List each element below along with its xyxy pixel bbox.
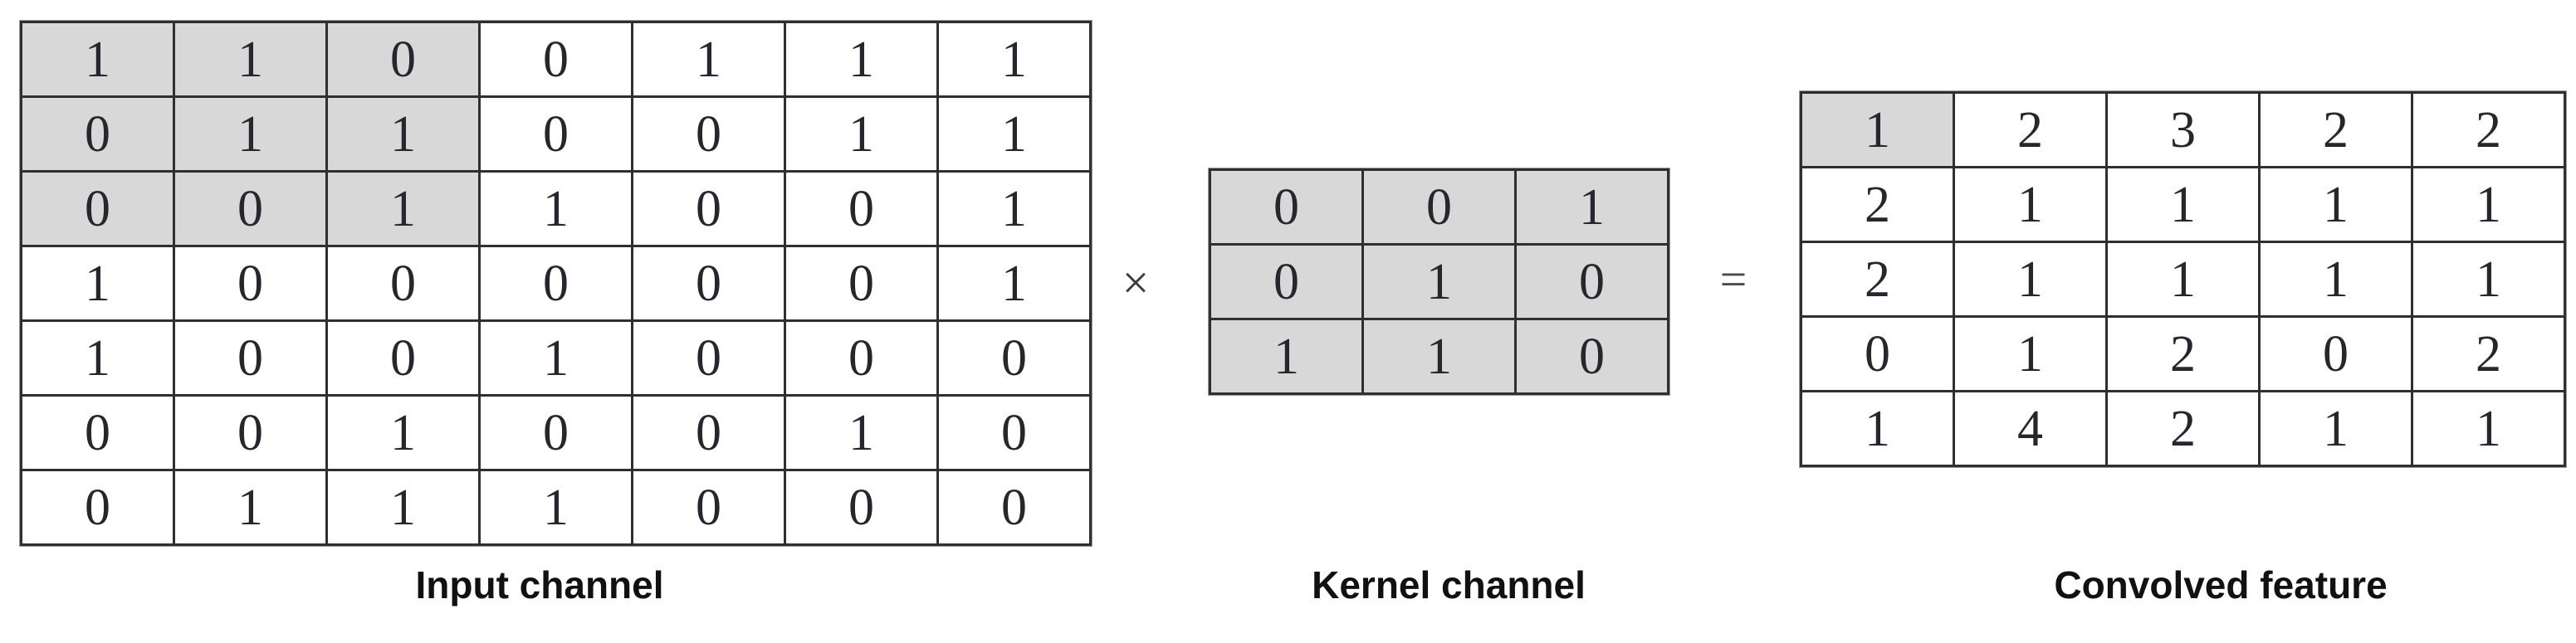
matrix-cell: 3: [2108, 94, 2258, 166]
matrix-cell: 0: [2261, 318, 2411, 390]
matrix-cell: 0: [786, 247, 936, 319]
matrix-cell: 1: [22, 322, 173, 394]
matrix-cell: 2: [2108, 392, 2258, 465]
matrix-cell: 2: [2108, 318, 2258, 390]
matrix-cell: 0: [175, 247, 325, 319]
matrix-cell: 1: [481, 471, 631, 543]
matrix-cell: 2: [2413, 318, 2564, 390]
matrix-cell: 0: [1802, 318, 1953, 390]
matrix-cell: 0: [1211, 171, 1361, 243]
matrix-cell: 0: [22, 471, 173, 543]
matrix-cell: 1: [1364, 246, 1514, 318]
matrix-cell: 0: [633, 322, 784, 394]
matrix-cell: 0: [1211, 246, 1361, 318]
matrix-cell: 1: [175, 471, 325, 543]
matrix-cell: 0: [939, 322, 1089, 394]
matrix-cell: 1: [1517, 171, 1667, 243]
multiply-operator: ×: [1122, 256, 1150, 309]
matrix-cell: 0: [633, 98, 784, 170]
matrix-cell: 1: [2261, 243, 2411, 315]
matrix-cell: 1: [939, 247, 1089, 319]
matrix-cell: 1: [481, 322, 631, 394]
matrix-cell: 1: [2413, 392, 2564, 465]
matrix-cell: 1: [1802, 392, 1953, 465]
matrix-cell: 1: [328, 98, 478, 170]
matrix-cell: 1: [175, 23, 325, 95]
matrix-cell: 1: [786, 98, 936, 170]
matrix-cell: 1: [328, 471, 478, 543]
matrix-cell: 0: [22, 397, 173, 469]
matrix-cell: 0: [1517, 320, 1667, 392]
matrix-cell: 2: [1802, 243, 1953, 315]
matrix-cell: 1: [1955, 168, 2105, 241]
matrix-cell: 1: [481, 173, 631, 245]
matrix-cell: 0: [328, 322, 478, 394]
matrix-cell: 1: [939, 23, 1089, 95]
convolved-feature-label: Convolved feature: [2054, 563, 2388, 606]
kernel-channel-label: Kernel channel: [1312, 563, 1586, 606]
matrix-cell: 1: [2413, 168, 2564, 241]
matrix-cell: 0: [633, 173, 784, 245]
matrix-cell: 0: [175, 322, 325, 394]
matrix-cell: 0: [939, 397, 1089, 469]
matrix-cell: 1: [939, 173, 1089, 245]
input-channel-label: Input channel: [415, 563, 664, 606]
matrix-cell: 0: [481, 98, 631, 170]
matrix-cell: 0: [1517, 246, 1667, 318]
matrix-cell: 1: [2261, 168, 2411, 241]
matrix-cell: 0: [1364, 171, 1514, 243]
matrix-cell: 1: [1211, 320, 1361, 392]
matrix-cell: 1: [2108, 243, 2258, 315]
matrix-cell: 0: [786, 173, 936, 245]
matrix-cell: 2: [2261, 94, 2411, 166]
matrix-cell: 2: [1955, 94, 2105, 166]
matrix-cell: 1: [22, 247, 173, 319]
matrix-cell: 0: [939, 471, 1089, 543]
matrix-cell: 0: [633, 397, 784, 469]
matrix-cell: 1: [328, 397, 478, 469]
matrix-cell: 0: [328, 247, 478, 319]
matrix-cell: 0: [328, 23, 478, 95]
matrix-cell: 0: [633, 471, 784, 543]
matrix-cell: 0: [786, 322, 936, 394]
matrix-cell: 1: [2413, 243, 2564, 315]
matrix-cell: 0: [175, 173, 325, 245]
matrix-cell: 0: [481, 247, 631, 319]
matrix-cell: 1: [175, 98, 325, 170]
matrix-cell: 1: [786, 397, 936, 469]
matrix-cell: 1: [1955, 243, 2105, 315]
matrix-cell: 1: [786, 23, 936, 95]
matrix-cell: 0: [481, 397, 631, 469]
matrix-cell: 1: [328, 173, 478, 245]
matrix-cell: 2: [2413, 94, 2564, 166]
matrix-cell: 1: [1955, 318, 2105, 390]
matrix-cell: 1: [2261, 392, 2411, 465]
matrix-cell: 1: [1802, 94, 1953, 166]
matrix-cell: 2: [1802, 168, 1953, 241]
matrix-cell: 0: [175, 397, 325, 469]
matrix-cell: 0: [786, 471, 936, 543]
matrix-cell: 1: [2108, 168, 2258, 241]
matrix-cell: 4: [1955, 392, 2105, 465]
matrix-cell: 1: [939, 98, 1089, 170]
matrix-cell: 0: [22, 173, 173, 245]
matrix-cell: 1: [633, 23, 784, 95]
matrix-cell: 0: [22, 98, 173, 170]
matrix-cell: 1: [22, 23, 173, 95]
equals-operator: =: [1719, 252, 1747, 306]
matrix-cell: 0: [481, 23, 631, 95]
matrix-cell: 1: [1364, 320, 1514, 392]
matrix-cell: 0: [633, 247, 784, 319]
